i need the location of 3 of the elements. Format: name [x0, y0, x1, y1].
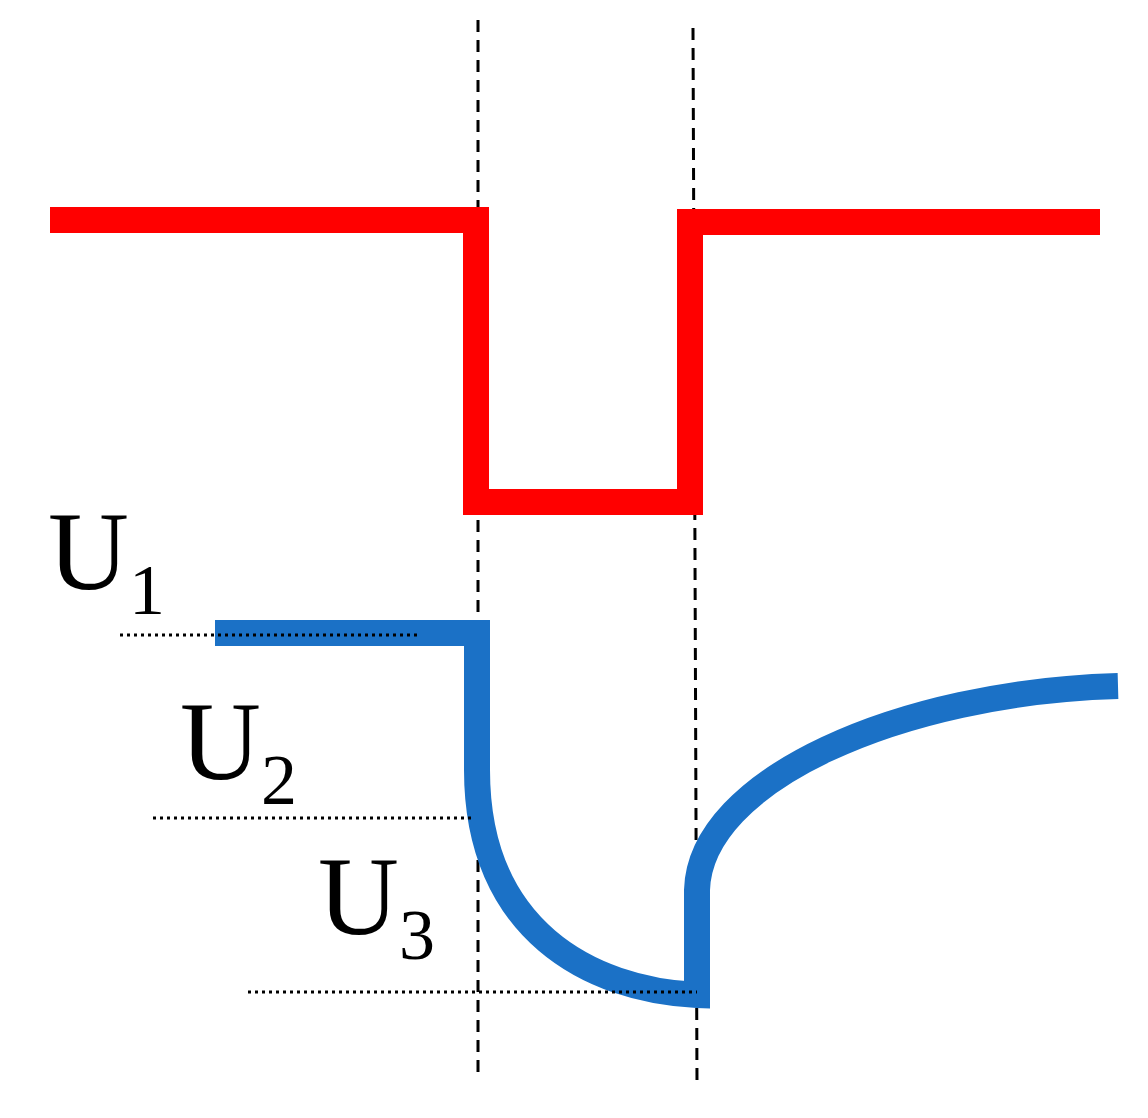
level-label: U$_{3}$ — [318, 840, 435, 972]
level-label: U$_{1}$ — [48, 495, 165, 627]
level-label: U$_{2}$ — [180, 685, 297, 817]
